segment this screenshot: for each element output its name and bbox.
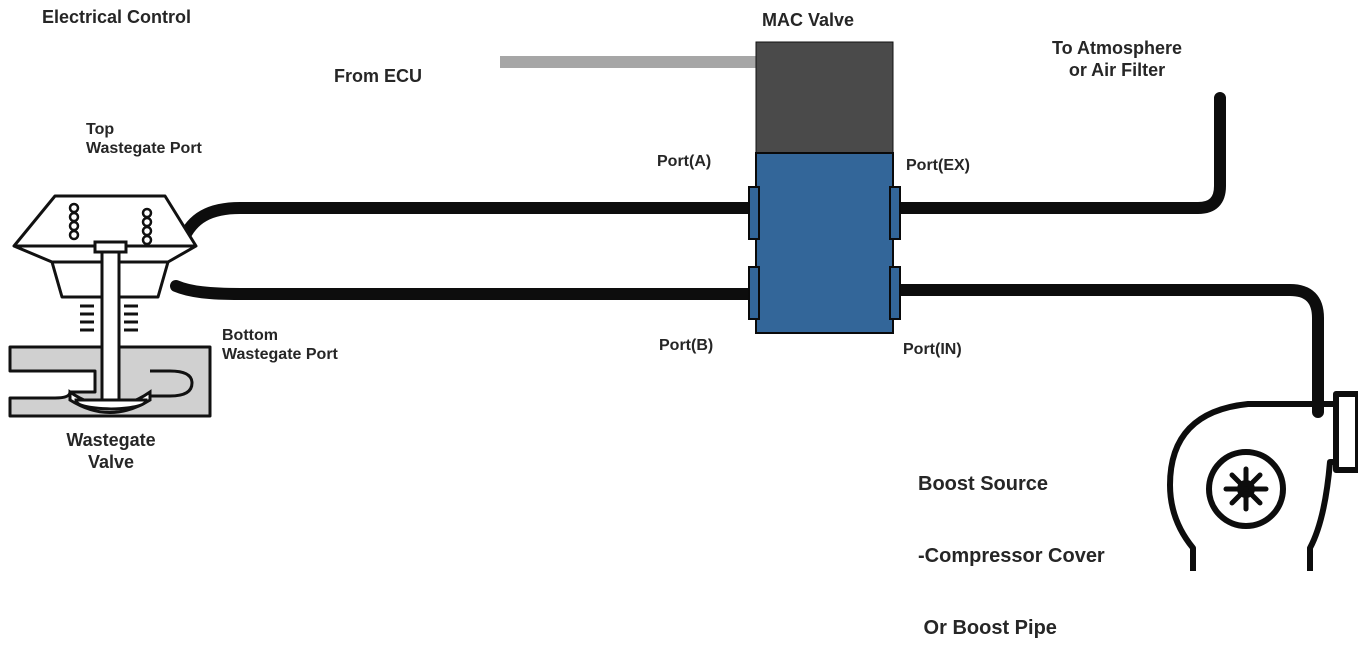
- mac-valve-solenoid: [755, 41, 894, 155]
- wastegate-valve: [8, 194, 212, 418]
- hose-port-in-to-boost: [890, 284, 1324, 418]
- mac-valve-label: MAC Valve: [762, 10, 855, 30]
- bottom-port-line2: Wastegate Port: [222, 346, 338, 364]
- boost-line2: -Compressor Cover: [918, 545, 1105, 567]
- top-wastegate-port-label: Top Wastegate Port: [86, 120, 202, 158]
- ecu-wire: [500, 56, 758, 68]
- boost-line3: Or Boost Pipe: [918, 617, 1057, 639]
- top-port-line2: Wastegate Port: [86, 140, 202, 158]
- port-ex-fitting: [889, 186, 901, 240]
- hose-bottom-to-port-b: [170, 280, 758, 300]
- port-in-label: Port(IN): [903, 341, 962, 358]
- boost-source-label: Boost Source -Compressor Cover Or Boost …: [918, 424, 1105, 664]
- bottom-port-line1: Bottom: [222, 327, 278, 344]
- to-atmosphere-line2: or Air Filter: [1068, 59, 1166, 80]
- port-b-fitting: [748, 266, 760, 320]
- hose-top-to-port-a: [177, 202, 758, 246]
- wastegate-line1: Wastegate: [66, 430, 156, 450]
- bottom-wastegate-port-label: Bottom Wastegate Port: [222, 326, 338, 364]
- to-atmosphere-label: To Atmosphere or Air Filter: [1052, 38, 1182, 81]
- wastegate-line2: Valve: [87, 451, 135, 472]
- wastegate-valve-label: Wastegate Valve: [52, 430, 170, 473]
- actuator-rod: [100, 248, 121, 402]
- wastegate-diagram: Electrical Control MAC Valve From ECU To…: [8, 7, 1358, 639]
- compressor-wheel: [1206, 449, 1286, 529]
- diagram-graphics: [8, 41, 1358, 571]
- compressor: [1167, 391, 1358, 571]
- from-ecu-label: From ECU: [334, 66, 423, 86]
- mac-valve-body: [755, 152, 894, 334]
- top-port-line1: Top: [86, 121, 115, 138]
- compressor-housing: [1167, 401, 1339, 571]
- electrical-control-label: Electrical Control: [42, 7, 192, 27]
- boost-line1: Boost Source: [918, 473, 1049, 495]
- to-atmosphere-line1: To Atmosphere: [1052, 38, 1183, 58]
- valve-poppet: [74, 398, 148, 411]
- hose-port-ex-to-atmosphere: [890, 92, 1226, 214]
- compressor-outlet: [1333, 391, 1358, 473]
- port-a-fitting: [748, 186, 760, 240]
- port-b-label: Port(B): [659, 337, 714, 354]
- mac-valve: [748, 41, 901, 334]
- port-a-label: Port(A): [657, 153, 712, 170]
- port-in-fitting: [889, 266, 901, 320]
- port-ex-label: Port(EX): [906, 157, 970, 174]
